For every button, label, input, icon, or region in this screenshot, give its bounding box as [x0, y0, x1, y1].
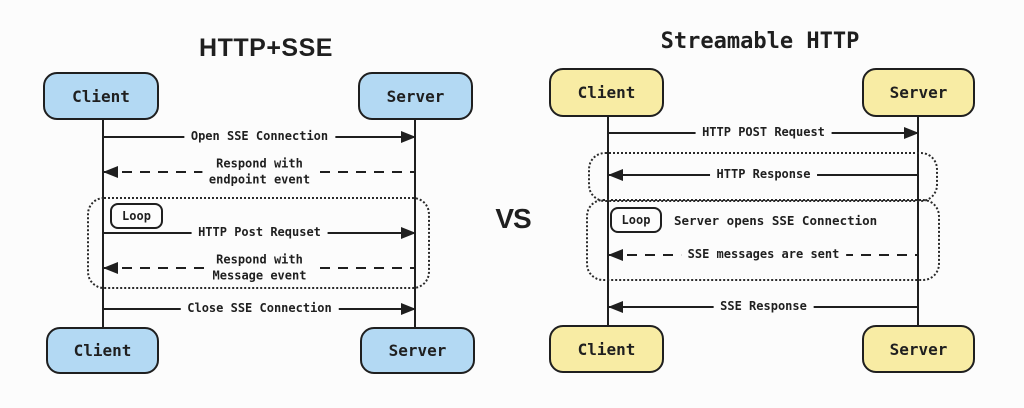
actor-label: Client — [72, 86, 130, 106]
arrowhead-left-icon — [103, 262, 118, 274]
vs-label: VS — [495, 203, 531, 234]
left-client-lifeline — [102, 120, 104, 327]
left-top-client-box: Client — [43, 72, 159, 120]
arrowhead-right-icon — [904, 127, 919, 139]
message-label-line1: Respond with — [216, 252, 303, 267]
message-label-line2: Message event — [212, 268, 307, 282]
right-top-client-box: Client — [549, 68, 664, 117]
left-top-server-box: Server — [358, 72, 473, 120]
right-server-lifeline — [917, 117, 919, 325]
left-diagram-title: HTTP+SSE — [199, 34, 333, 62]
actor-label: Server — [889, 339, 948, 359]
arrowhead-left-icon — [608, 169, 623, 181]
right-diagram-title: Streamable HTTP — [660, 29, 860, 54]
arrowhead-left-icon — [608, 301, 623, 313]
arrowhead-left-icon — [103, 166, 118, 178]
arrowhead-left-icon — [608, 249, 623, 261]
actor-label: Client — [577, 83, 636, 102]
message-label: HTTP Post Requset — [191, 225, 328, 241]
right-bottom-client-box: Client — [549, 325, 664, 373]
left-loop-label: Loop — [122, 209, 151, 223]
message-label: SSE Response — [713, 299, 814, 315]
actor-label: Server — [889, 83, 948, 102]
right-response-frame — [588, 152, 938, 202]
left-loop-badge: Loop — [110, 203, 163, 229]
message-label: Close SSE Connection — [180, 301, 339, 317]
right-loop-label: Loop — [621, 213, 651, 227]
message-label: Respond with endpoint event — [201, 156, 318, 188]
message-label: Respond with Message event — [205, 252, 314, 284]
left-server-lifeline — [414, 120, 416, 327]
right-bottom-server-box: Server — [862, 325, 975, 373]
message-label: HTTP Response — [709, 167, 818, 183]
left-bottom-server-box: Server — [360, 327, 475, 374]
actor-label: Server — [388, 341, 447, 360]
right-loop-badge: Loop — [610, 207, 662, 233]
actor-label: Client — [577, 339, 636, 359]
right-loop-title: Server opens SSE Connection — [674, 212, 878, 228]
arrowhead-right-icon — [401, 227, 416, 239]
message-label-line2: endpoint event — [208, 172, 311, 186]
right-client-lifeline — [607, 117, 609, 325]
arrowhead-right-icon — [401, 131, 416, 143]
message-label: SSE messages are sent — [680, 247, 847, 263]
message-label-line1: Respond with — [216, 156, 303, 171]
left-bottom-client-box: Client — [46, 327, 159, 374]
actor-label: Server — [386, 86, 445, 106]
right-top-server-box: Server — [862, 68, 975, 117]
actor-label: Client — [73, 341, 132, 360]
message-label: Open SSE Connection — [183, 129, 336, 145]
left-loop-frame — [87, 197, 430, 289]
arrowhead-right-icon — [401, 303, 416, 315]
right-loop-frame — [586, 199, 940, 281]
message-label: HTTP POST Request — [695, 125, 832, 141]
